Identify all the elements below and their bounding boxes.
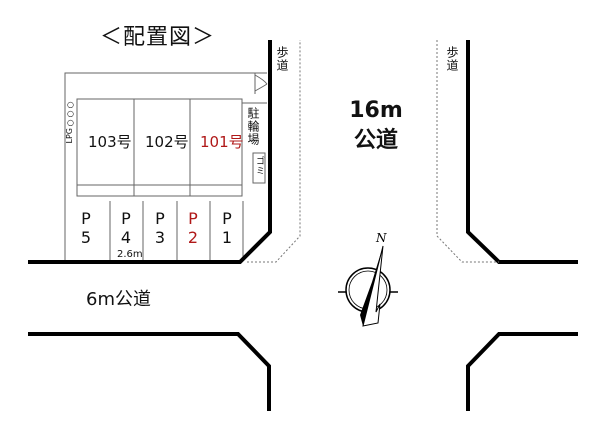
sidewalk-label-right: 歩道 (445, 46, 459, 72)
main-road-label: 16m 公道 (349, 98, 403, 153)
lpg-tanks: ○○○ (66, 100, 75, 127)
side-road-label: 6m公道 (86, 289, 151, 310)
page-title: ＜配置図＞ (100, 25, 216, 50)
bicycle-parking-label: 駐輪場 (246, 107, 260, 146)
parking-width-label: 2.6m (117, 249, 143, 260)
unit-102: 102号 (145, 133, 189, 151)
road-edges (28, 40, 578, 411)
svg-text:N: N (375, 231, 387, 245)
garbage-label: ゴミ (254, 156, 264, 176)
unit-103: 103号 (88, 133, 132, 151)
lpg-label: LPG (65, 128, 74, 144)
unit-101: 101号 (200, 133, 244, 151)
sidewalk-lines (247, 40, 499, 263)
compass-icon: N (338, 231, 398, 327)
property-outline (64, 72, 268, 260)
sidewalk-label-left: 歩道 (275, 46, 289, 72)
